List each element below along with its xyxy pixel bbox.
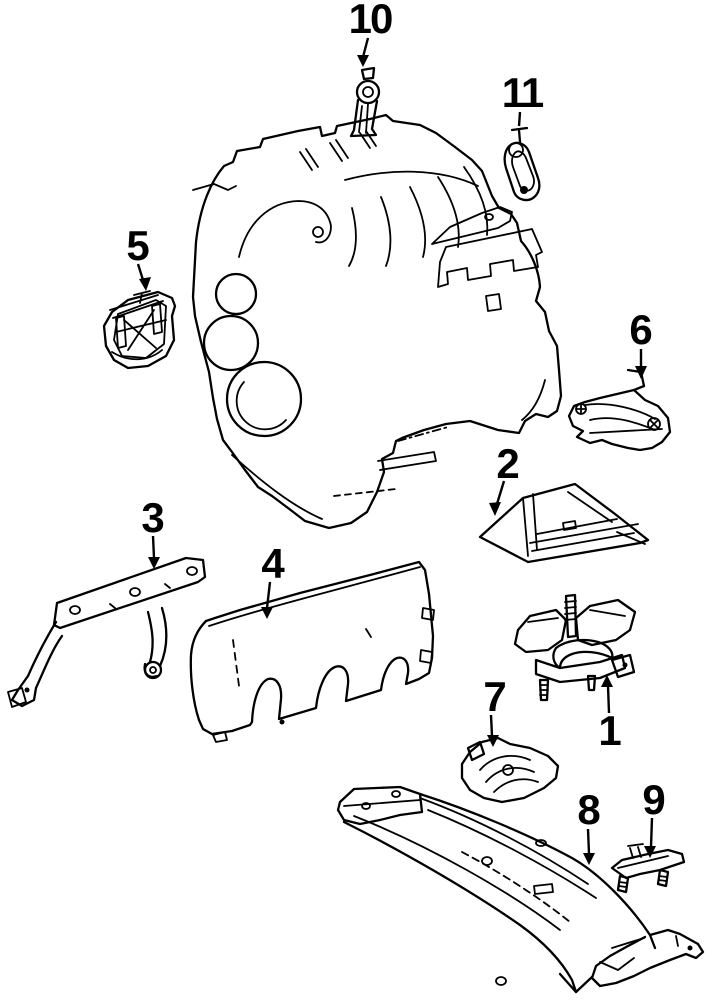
callout-7: 7 — [483, 673, 507, 747]
callout-2-leader — [495, 480, 506, 505]
part-8-crossmember — [336, 785, 705, 994]
callout-4-leader — [265, 581, 272, 609]
part-9-small-bracket — [610, 843, 686, 894]
engine-assembly-drawing — [191, 113, 563, 530]
callout-2: 2 — [489, 440, 520, 516]
callout-10-label: 10 — [349, 0, 392, 42]
callout-2-arrow — [489, 502, 501, 516]
callout-6-label: 6 — [629, 306, 651, 353]
callout-7-arrow — [487, 735, 499, 747]
part-3-support-bracket — [7, 556, 207, 708]
part-1-engine-mount — [513, 593, 637, 702]
callout-8-label: 8 — [577, 786, 600, 833]
callout-1-arrow — [601, 675, 613, 687]
callout-10-arrow — [357, 55, 369, 67]
callout-4-label: 4 — [261, 540, 285, 587]
part-10-hanger-bracket — [349, 66, 381, 138]
part-7-small-mount — [460, 736, 560, 804]
callout-11: 11 — [502, 69, 546, 127]
callout-1-leader — [606, 685, 611, 714]
part-5-mount-bracket — [102, 290, 177, 370]
callout-8-arrow — [583, 853, 595, 865]
callout-5-arrow — [139, 277, 151, 291]
part-2-shield-plate — [478, 482, 650, 564]
callout-10: 10 — [349, 0, 394, 67]
callout-9-arrow — [644, 846, 656, 858]
callout-11-leader — [517, 111, 522, 127]
part-11-shackle-link — [503, 126, 541, 202]
callout-4-arrow — [261, 607, 273, 619]
part-6-bracket — [567, 368, 672, 452]
callout-8-leader — [586, 828, 591, 855]
callout-9-label: 9 — [642, 776, 664, 823]
callout-3-arrow — [148, 557, 160, 569]
callout-8: 8 — [577, 786, 602, 865]
callout-6-arrow — [635, 366, 647, 379]
callout-7-leader — [489, 714, 494, 737]
callout-7-label: 7 — [483, 673, 505, 720]
callout-5: 5 — [126, 222, 151, 291]
callout-11-label: 11 — [502, 69, 544, 116]
callout-6: 6 — [629, 306, 653, 379]
part-4-cover-panel — [189, 560, 435, 743]
callout-5-label: 5 — [126, 222, 149, 269]
callout-3-leader — [151, 535, 156, 559]
callout-5-leader — [136, 263, 145, 281]
callout-2-label: 2 — [496, 440, 518, 487]
callout-10-leader — [361, 37, 370, 58]
callout-9: 9 — [642, 776, 666, 858]
callout-3-label: 3 — [141, 494, 163, 541]
callout-3: 3 — [141, 494, 165, 569]
callout-9-leader — [649, 817, 654, 848]
callout-1: 1 — [598, 675, 623, 754]
callout-1-label: 1 — [598, 707, 621, 754]
